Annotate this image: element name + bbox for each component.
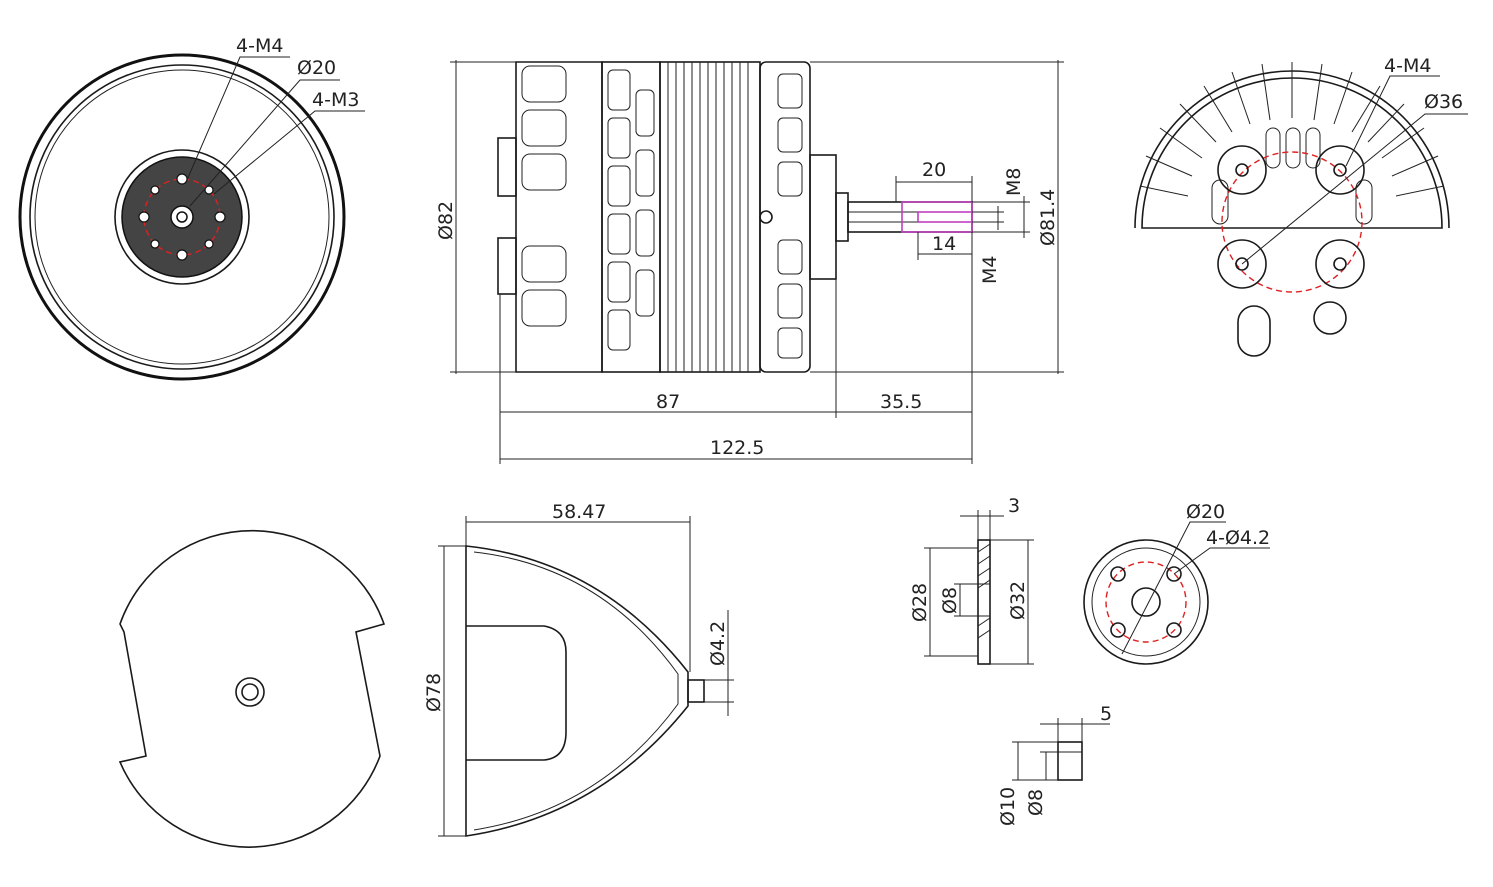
front-hole bbox=[138, 211, 150, 223]
rear-lug-bottom bbox=[497, 237, 517, 295]
label-d82: Ø82 bbox=[435, 201, 457, 240]
label-d4-2: Ø4.2 bbox=[707, 621, 729, 666]
label-rear-d36: Ø36 bbox=[1424, 91, 1463, 113]
front-hole bbox=[204, 239, 214, 249]
front-hub-outer bbox=[114, 149, 250, 285]
label-d28: Ø28 bbox=[909, 583, 931, 622]
rear-outline bbox=[1141, 77, 1443, 229]
label-87: 87 bbox=[656, 391, 680, 413]
rear-pitch-circle bbox=[1221, 151, 1363, 293]
label-adapter-d20: Ø20 bbox=[1186, 501, 1225, 523]
label-4m4: 4-M4 bbox=[236, 35, 283, 57]
label-d32: Ø32 bbox=[1007, 581, 1029, 620]
rear-view: 4-M4 Ø36 bbox=[1134, 55, 1468, 357]
spinner-outline bbox=[118, 529, 386, 848]
spinner-profile bbox=[465, 545, 689, 837]
label-adapter-holes: 4-Ø4.2 bbox=[1206, 527, 1270, 549]
adapter-flange bbox=[977, 539, 991, 665]
label-d20: Ø20 bbox=[297, 57, 336, 79]
adapter-step bbox=[1091, 547, 1201, 657]
adapter-face-view: Ø20 4-Ø4.2 bbox=[1083, 501, 1270, 665]
adapter-center-bore bbox=[1131, 587, 1161, 617]
leader-adapter-d20 bbox=[1121, 521, 1226, 655]
spinner-tip bbox=[687, 679, 705, 703]
label-d8: Ø8 bbox=[939, 587, 961, 614]
label-d81-4: Ø81.4 bbox=[1037, 189, 1059, 246]
spinner-hub-outer bbox=[235, 677, 265, 707]
stator-vents bbox=[607, 69, 655, 351]
rear-cooling-fins bbox=[1139, 62, 1445, 197]
stator-housing bbox=[601, 61, 661, 373]
leader-4m3 bbox=[213, 110, 365, 195]
motor-shaft bbox=[847, 201, 973, 233]
front-inner-rim bbox=[29, 64, 335, 370]
spinner-cutout bbox=[466, 625, 567, 761]
rear-oval-port bbox=[1237, 305, 1271, 357]
rotor-bell bbox=[659, 61, 761, 373]
front-hole bbox=[150, 185, 160, 195]
spinner-front-view bbox=[118, 529, 386, 848]
front-hole bbox=[204, 185, 214, 195]
adapter-holes bbox=[1110, 566, 1182, 638]
front-hole bbox=[214, 211, 226, 223]
front-hole bbox=[176, 173, 188, 185]
adapter-hatch bbox=[977, 543, 991, 639]
leader-d20 bbox=[189, 79, 340, 207]
front-bolt-holes bbox=[138, 173, 226, 261]
label-m4: M4 bbox=[979, 256, 1001, 284]
label-4m3: 4-M3 bbox=[312, 89, 359, 111]
adapter-pitch-circle bbox=[1105, 561, 1187, 643]
front-hole bbox=[176, 249, 188, 261]
rear-slots bbox=[1211, 127, 1373, 225]
label-rear-4m4: 4-M4 bbox=[1384, 55, 1431, 77]
label-5: 5 bbox=[1100, 703, 1112, 725]
spinner-wall bbox=[473, 551, 679, 831]
rear-cap-fins bbox=[521, 65, 567, 327]
adapter-outer bbox=[1083, 539, 1209, 665]
rotor-fins bbox=[667, 62, 749, 372]
adapter-side-view: 3 Ø28 Ø8 Ø32 bbox=[909, 495, 1034, 665]
spinner-side-view: 58.47 Ø78 Ø4.2 bbox=[423, 501, 734, 837]
m4-thread-zone bbox=[917, 211, 973, 223]
front-outer-rim bbox=[18, 53, 346, 381]
m8-thread-zone bbox=[901, 201, 973, 233]
leader-rear-4m4 bbox=[1345, 75, 1440, 167]
label-3: 3 bbox=[1008, 495, 1020, 517]
label-58-47: 58.47 bbox=[552, 501, 606, 523]
prop-hub bbox=[809, 154, 837, 280]
label-20: 20 bbox=[922, 159, 946, 181]
spacer-view: 5 Ø10 Ø8 bbox=[997, 703, 1112, 826]
front-shaft bbox=[176, 211, 188, 223]
leader-rear-d36 bbox=[1241, 113, 1468, 265]
label-d78: Ø78 bbox=[423, 673, 445, 712]
spacer-body bbox=[1057, 741, 1083, 781]
rear-mount-bosses bbox=[1217, 145, 1365, 289]
label-spacer-d8: Ø8 bbox=[1025, 789, 1047, 816]
set-screw bbox=[759, 210, 773, 224]
rear-lug-top bbox=[497, 137, 517, 197]
label-d10: Ø10 bbox=[997, 787, 1019, 826]
side-view: Ø82 Ø81.4 20 M8 14 M4 87 35.5 bbox=[435, 60, 1064, 464]
label-122-5: 122.5 bbox=[710, 437, 764, 459]
label-m8: M8 bbox=[1003, 168, 1025, 196]
label-14: 14 bbox=[932, 233, 956, 255]
leader-4m4 bbox=[186, 56, 290, 181]
front-cap-vents bbox=[777, 73, 803, 359]
rear-round-port bbox=[1313, 301, 1347, 335]
leader-adapter-holes bbox=[1173, 547, 1270, 575]
spinner-hub-inner bbox=[241, 683, 259, 701]
front-view: 4-M4 Ø20 4-M3 bbox=[18, 35, 365, 381]
front-rim-groove bbox=[34, 69, 330, 365]
front-hole bbox=[150, 239, 160, 249]
hub-collar bbox=[835, 192, 849, 242]
label-35-5: 35.5 bbox=[880, 391, 922, 413]
